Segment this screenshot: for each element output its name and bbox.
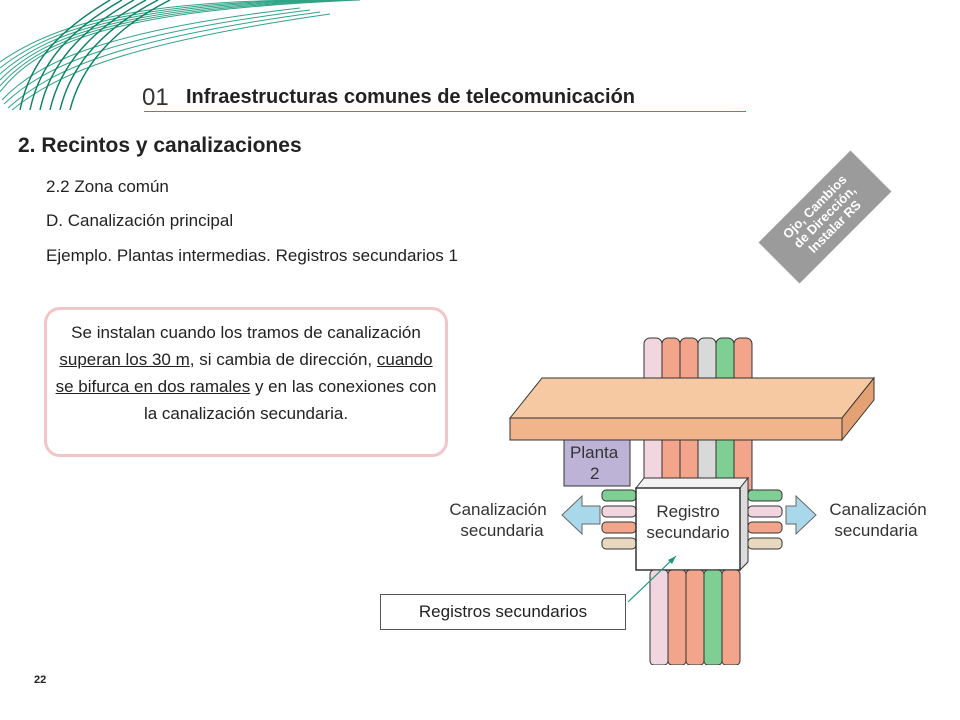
page-heading: 2. Recintos y canalizaciones <box>18 134 302 157</box>
callout-leader <box>627 555 677 603</box>
right-arrow-icon <box>785 494 817 536</box>
warning-stamp: Ojo, Cambios de Dirección, Instalar RS <box>758 150 892 284</box>
register-label-line: secundario <box>646 523 729 542</box>
note-text: , si cambia de dirección, <box>189 350 377 369</box>
floor-label-number: 2 <box>590 464 599 483</box>
floor-label-line: Planta <box>570 443 619 462</box>
floor-label: Planta 2 <box>563 439 631 487</box>
title-underline <box>144 111 746 112</box>
note-text: y en las conexiones con la canalización … <box>143 377 437 423</box>
left-channel-label: secundaria <box>460 521 544 540</box>
register-label-line: Registro <box>656 502 719 521</box>
note-underlined-text: cuando se bifurca en dos ramales <box>55 350 433 396</box>
floor-slab <box>508 376 876 442</box>
topic-line: D. Canalización principal <box>46 211 234 230</box>
left-side-pipes <box>601 489 637 550</box>
register-box: Registro secundario <box>634 476 750 572</box>
callout-label: Registros secundarios <box>380 594 626 630</box>
left-channel-label: Canalización <box>449 500 546 519</box>
right-channel-label: secundaria <box>834 521 918 540</box>
left-arrow-icon <box>561 494 601 536</box>
decorative-wave <box>0 0 360 110</box>
note-underlined-text: superan los 30 m <box>59 350 190 369</box>
right-side-pipes <box>747 489 783 550</box>
info-note: Se instalan cuando los tramos de canaliz… <box>44 307 448 457</box>
section-title: Infraestructuras comunes de telecomunica… <box>186 86 636 108</box>
section-number: 01 <box>142 84 169 111</box>
note-text: Se instalan cuando los tramos de canaliz… <box>71 323 421 342</box>
example-line: Ejemplo. Plantas intermedias. Registros … <box>46 246 458 265</box>
subsection-line: 2.2 Zona común <box>46 177 169 196</box>
secondary-register-diagram: Planta 2 Registro secundario Canalizaci <box>449 337 927 665</box>
right-channel-label: Canalización <box>829 500 926 519</box>
lower-tubes <box>649 569 741 665</box>
page-number: 22 <box>34 674 47 686</box>
